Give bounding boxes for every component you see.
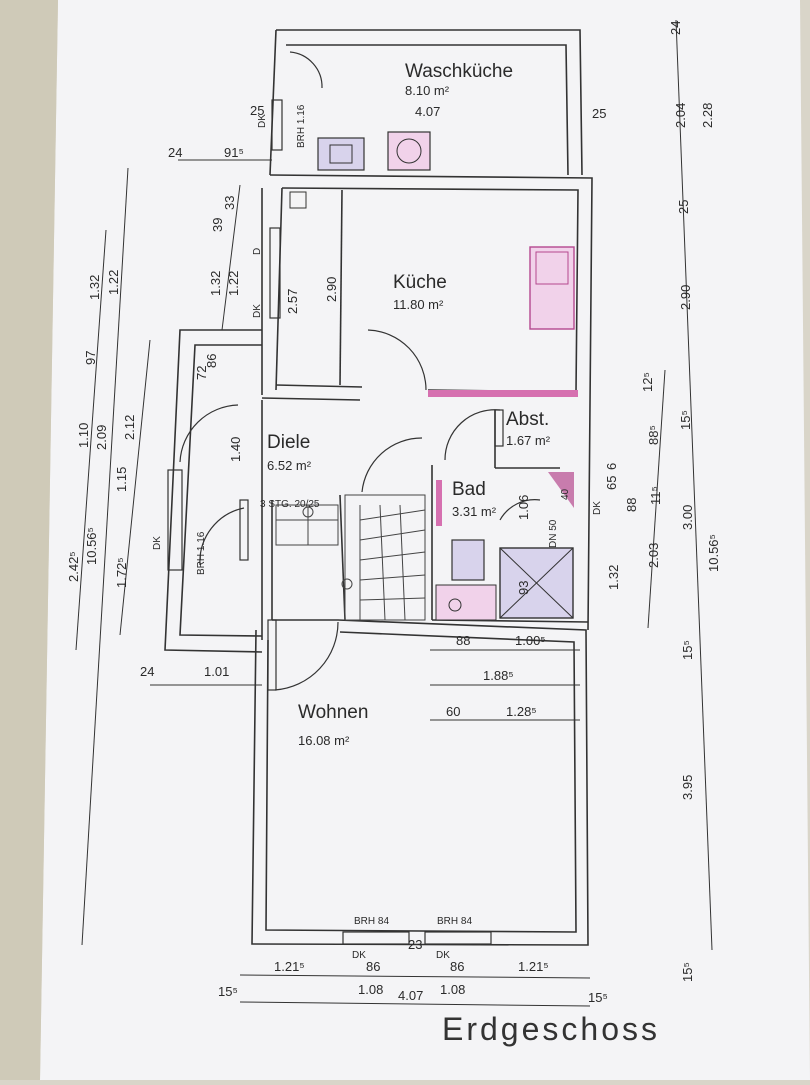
dim-left-small-d: 33 — [222, 196, 237, 210]
dim-right-h: 15⁵ — [678, 410, 693, 430]
window-label-brh84-right: BRH 84 — [437, 916, 472, 927]
plan-title: Erdgeschoss — [442, 1011, 660, 1047]
dim-bottom-e: 1.21⁵ — [518, 959, 549, 974]
window-label-dk-diele: DK — [152, 536, 163, 550]
dim-kueche-b: 2.90 — [324, 277, 339, 302]
dim-left-inner-e: 1.15 — [114, 467, 129, 492]
room-name-wohnen: Wohnen — [298, 702, 368, 723]
dim-right-c: 2.28 — [700, 103, 715, 128]
dim-left-inner-b: 1.22 — [106, 270, 121, 295]
dim-wohnen-d: 60 — [446, 704, 460, 719]
staircase — [275, 494, 426, 621]
dim-left-inner-c: 1.72⁵ — [114, 557, 129, 588]
window-label-dk-bottom-right: DK — [436, 950, 450, 961]
dim-top-left-a: 24 — [168, 145, 182, 160]
dim-left-a: 2.42⁵ — [66, 551, 81, 582]
dim-right-total-a: 3.00 — [680, 505, 695, 530]
windows — [167, 99, 504, 945]
dim-left-c: 97 — [83, 351, 98, 365]
dim-bad-a: 1.06 — [516, 495, 531, 520]
dim-left-total: 10.56⁵ — [84, 527, 99, 565]
dimension-labels: 2.42⁵ 1.10 97 1.32 10.56⁵ 2.09 1.22 1.72… — [66, 21, 721, 1005]
fixtures — [289, 131, 578, 621]
window-label-dk-wasch: DK — [257, 114, 268, 128]
window-label-dk-bottom-left: DK — [352, 950, 366, 961]
dim-diele-b: 72 — [194, 366, 209, 380]
dim-right-g: 88⁵ — [646, 425, 661, 445]
dim-right-d: 25 — [676, 200, 691, 214]
window-label-brh116-top: BRH 1.16 — [296, 104, 307, 148]
room-area-waschkueche: 8.10 m² — [405, 83, 450, 98]
dim-right-c-c: 15⁵ — [680, 962, 695, 982]
dim-diele-c: 86 — [204, 354, 219, 368]
window-label-brh116-left: BRH 1.16 — [196, 531, 207, 575]
window-label-brh84-left: BRH 84 — [354, 916, 389, 927]
dim-left-d: 1.32 — [87, 275, 102, 300]
window-label-dk-kueche: DK — [252, 304, 263, 318]
room-name-diele: Diele — [267, 432, 310, 453]
dim-right-e: 2.90 — [678, 285, 693, 310]
room-width-waschkueche: 4.07 — [415, 104, 440, 119]
dim-bottom-d: 86 — [450, 959, 464, 974]
dim-right-c-b: 3.95 — [680, 775, 695, 800]
dim-diele-a: 1.40 — [228, 437, 243, 462]
dim-bottom-g: 1.08 — [358, 982, 383, 997]
dim-right-total-d: 2.03 — [646, 543, 661, 568]
door-swings — [179, 51, 541, 691]
dim-right-f: 12⁵ — [640, 372, 655, 392]
dim-bottom-c: 23 — [408, 937, 422, 952]
dim-top-right-a: 25 — [592, 106, 606, 121]
dim-top-left-b: 91⁵ — [224, 145, 244, 160]
table-surface — [0, 0, 58, 1080]
dim-left-inner-a: 2.09 — [94, 425, 109, 450]
dim-bad-b: 93 — [516, 581, 531, 595]
room-name-bad: Bad — [452, 479, 486, 500]
dim-bottom-h: 4.07 — [398, 988, 423, 1003]
dimension-lines — [75, 19, 713, 1007]
room-area-kueche: 11.80 m² — [393, 297, 444, 312]
label-d: D — [252, 248, 263, 255]
room-labels: Waschküche 8.10 m² 4.07 Küche 11.80 m² D… — [152, 61, 603, 961]
dim-wohnen-a: 88 — [456, 633, 470, 648]
room-name-abst: Abst. — [506, 409, 549, 430]
dim-left-small-a: 1.32 — [208, 271, 223, 296]
dim-right-c-a: 15⁵ — [680, 640, 695, 660]
dim-kueche-a: 2.57 — [285, 289, 300, 314]
dim-right-total-g: 6 — [604, 463, 619, 470]
room-name-waschkueche: Waschküche — [405, 61, 513, 82]
dim-right-a: 24 — [668, 21, 683, 35]
dim-right-total-e: 88 — [624, 498, 639, 512]
room-area-abst: 1.67 m² — [506, 433, 551, 448]
dim-bottom-f: 15⁵ — [218, 984, 238, 999]
dim-bottom-a: 1.21⁵ — [274, 959, 305, 974]
dim-wohnen-e: 1.28⁵ — [506, 704, 537, 719]
dim-bottom-i: 1.08 — [440, 982, 465, 997]
dim-wohnen-b: 1.00⁵ — [515, 633, 546, 648]
dim-left-bottom-b: 1.01 — [204, 664, 229, 679]
dim-left-inner-d: 2.12 — [122, 415, 137, 440]
room-name-kueche: Küche — [393, 272, 447, 293]
dim-right-total-f: 65 — [604, 476, 619, 490]
dim-wohnen-c: 1.88⁵ — [483, 668, 514, 683]
dim-left-small-b: 1.22 — [226, 271, 241, 296]
room-area-wohnen: 16.08 m² — [298, 733, 350, 748]
dim-bottom-b: 86 — [366, 959, 380, 974]
dim-right-total-h: 1.32 — [606, 565, 621, 590]
dim-left-small-c: 39 — [210, 218, 225, 232]
dim-right-total-c: 11⁵ — [648, 486, 663, 505]
dim-bad-c: 40 — [560, 488, 571, 500]
dim-left-b: 1.10 — [76, 423, 91, 448]
dim-top-left-c: 25 — [250, 103, 264, 118]
window-label-dk-bad: DK — [592, 501, 603, 515]
label-dn50: DN 50 — [548, 519, 559, 548]
room-area-diele: 6.52 m² — [267, 458, 312, 473]
dim-right-b: 2.04 — [673, 103, 688, 128]
room-area-bad: 3.31 m² — [452, 504, 497, 519]
dim-bottom-j: 15⁵ — [588, 990, 608, 1005]
dim-left-bottom-a: 24 — [140, 664, 154, 679]
dim-right-total-b: 10.56⁵ — [706, 534, 721, 572]
stairs-label: 3 STG. 20/25 — [260, 499, 320, 510]
